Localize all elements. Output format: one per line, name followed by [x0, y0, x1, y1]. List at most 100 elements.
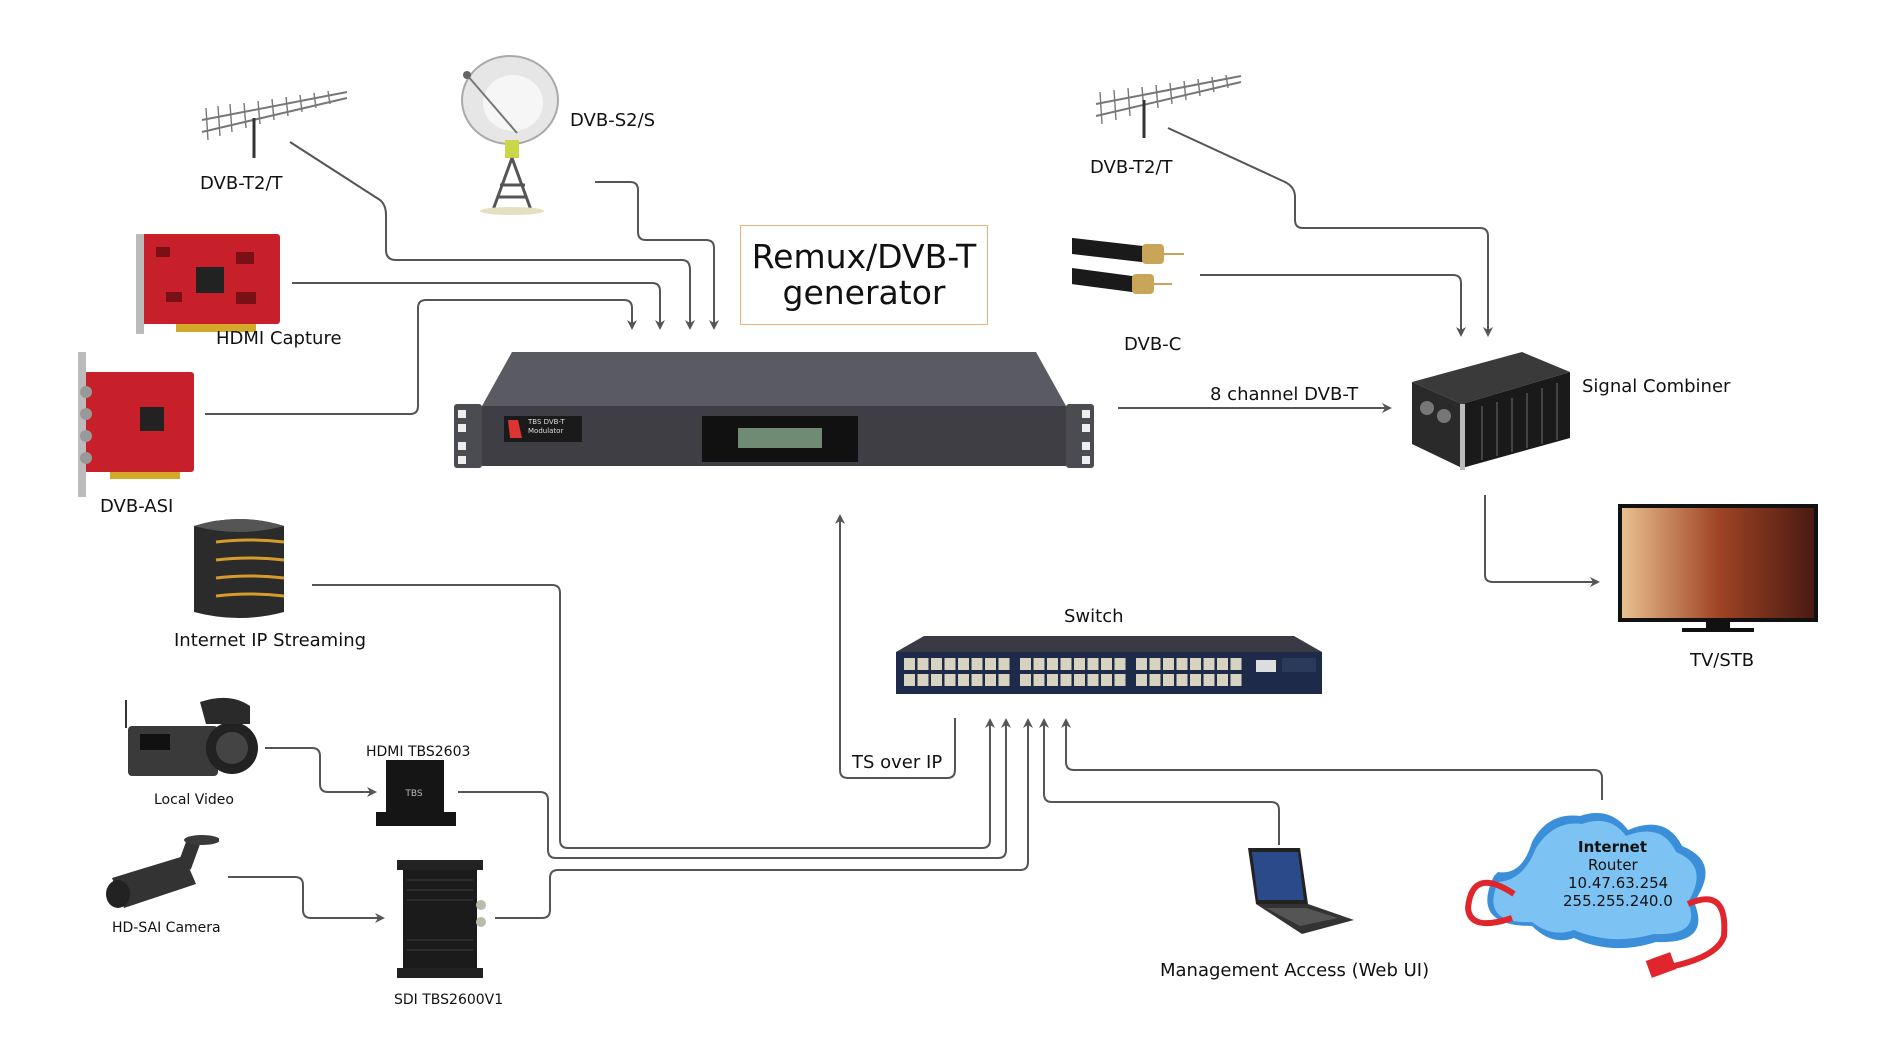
- wire-dvbc: [1200, 274, 1466, 337]
- switch-port: [1101, 658, 1112, 670]
- label-local-video: Local Video: [154, 792, 234, 808]
- wire-dvbs2: [595, 181, 719, 330]
- switch-port: [998, 658, 1010, 670]
- label-management: Management Access (Web UI): [1160, 960, 1430, 981]
- switch-port: [1190, 674, 1201, 686]
- switch-port: [1047, 674, 1058, 686]
- switch-port: [917, 674, 929, 686]
- switch-port: [1230, 674, 1242, 686]
- switch-port: [931, 674, 942, 686]
- coax-cable-icon: [1072, 238, 1184, 294]
- switch-port: [1176, 658, 1188, 670]
- label-dvbt2-left: DVB-T2/T: [200, 173, 283, 194]
- satellite-dish-icon: [461, 55, 559, 215]
- wire-sdi-encoder: [495, 718, 1033, 919]
- label-signal-combiner: Signal Combiner: [1582, 376, 1731, 397]
- title-line1: Remux/DVB-T: [751, 237, 977, 276]
- switch-port: [958, 674, 969, 686]
- switch-port: [1217, 674, 1228, 686]
- router-title: Internet: [1578, 838, 1648, 856]
- switch-port: [1203, 674, 1215, 686]
- label-dvb-c: DVB-C: [1124, 334, 1182, 355]
- wire-management: [1039, 718, 1280, 845]
- wire-tv: [1484, 495, 1600, 587]
- switch-port: [1114, 658, 1126, 670]
- modulator-device: [454, 352, 1094, 468]
- label-hd-sai-camera: HD-SAI Camera: [112, 920, 221, 936]
- wire-camera: [228, 876, 385, 923]
- router-subtitle: Router: [1588, 856, 1638, 874]
- dvb-asi-card-icon: [78, 352, 194, 497]
- wire-dvb-asi: [205, 299, 637, 415]
- switch-port: [1203, 658, 1215, 670]
- svg-text:TBS: TBS: [404, 789, 423, 799]
- modulator-brand-2: Modulator: [528, 427, 564, 435]
- label-hdmi-capture: HDMI Capture: [216, 328, 342, 349]
- switch-port: [1230, 658, 1242, 670]
- label-switch: Switch: [1064, 606, 1124, 627]
- switch-port: [1033, 658, 1045, 670]
- switch-port: [971, 674, 983, 686]
- switch-port: [1020, 658, 1031, 670]
- hdmi-encoder-device-icon: TBS: [376, 760, 456, 826]
- server-icon: [194, 519, 285, 618]
- label-dvb-asi: DVB-ASI: [100, 496, 174, 517]
- wire-dvbt2-right: [1167, 127, 1493, 337]
- router-ip: 10.47.63.254: [1568, 874, 1669, 892]
- label-8-channel: 8 channel DVB-T: [1210, 384, 1359, 405]
- switch-port: [917, 658, 929, 670]
- wire-hdmi-capture: [292, 282, 665, 330]
- switch-port: [904, 674, 915, 686]
- video-camera-icon: [125, 697, 258, 776]
- modulator-brand-1: TBS DVB-T: [528, 418, 565, 426]
- switch-port: [1074, 658, 1085, 670]
- switch-port: [1163, 674, 1174, 686]
- bullet-camera-icon: [106, 835, 219, 908]
- laptop-icon: [1248, 848, 1354, 934]
- switch-port: [1060, 674, 1072, 686]
- network-switch-device: [896, 636, 1322, 694]
- antenna-icon: [201, 90, 348, 158]
- switch-port: [1047, 658, 1058, 670]
- switch-port: [1149, 674, 1161, 686]
- switch-port: [1060, 658, 1072, 670]
- switch-port: [1176, 674, 1188, 686]
- label-dvbs2: DVB-S2/S: [570, 110, 656, 131]
- switch-port: [958, 658, 969, 670]
- router-mask: 255.255.240.0: [1563, 892, 1673, 910]
- switch-port: [944, 674, 956, 686]
- label-ip-streaming: Internet IP Streaming: [174, 630, 367, 651]
- wire-ip-streaming: [312, 584, 995, 849]
- label-sdi-encoder: SDI TBS2600V1: [394, 992, 504, 1008]
- switch-port: [1020, 674, 1031, 686]
- wire-ts-over-ip: [835, 514, 956, 779]
- switch-port: [1101, 674, 1112, 686]
- switch-port: [971, 658, 983, 670]
- switch-port: [1149, 658, 1161, 670]
- antenna-right-icon: [1095, 74, 1242, 138]
- switch-port: [1136, 674, 1147, 686]
- switch-port: [985, 658, 996, 670]
- label-tv-stb: TV/STB: [1690, 650, 1755, 671]
- switch-port: [1190, 658, 1201, 670]
- switch-port: [1163, 658, 1174, 670]
- switch-port: [985, 674, 996, 686]
- tv-icon: [1618, 504, 1818, 632]
- label-ts-over-ip: TS over IP: [852, 752, 943, 773]
- switch-port: [1087, 658, 1099, 670]
- switch-port: [931, 658, 942, 670]
- wire-hdmi-encoder: [458, 718, 1011, 859]
- switch-port: [998, 674, 1010, 686]
- switch-port: [1087, 674, 1099, 686]
- label-dvbt2-right: DVB-T2/T: [1090, 157, 1173, 178]
- title-line2: generator: [782, 273, 946, 312]
- wire-dvbt2-left: [289, 141, 695, 330]
- wire-local-video: [265, 747, 377, 797]
- signal-combiner-icon: [1412, 352, 1570, 470]
- switch-port: [1074, 674, 1085, 686]
- switch-port: [1136, 658, 1147, 670]
- switch-port: [944, 658, 956, 670]
- switch-port: [1114, 674, 1126, 686]
- internet-router-cloud-icon: [1464, 813, 1728, 978]
